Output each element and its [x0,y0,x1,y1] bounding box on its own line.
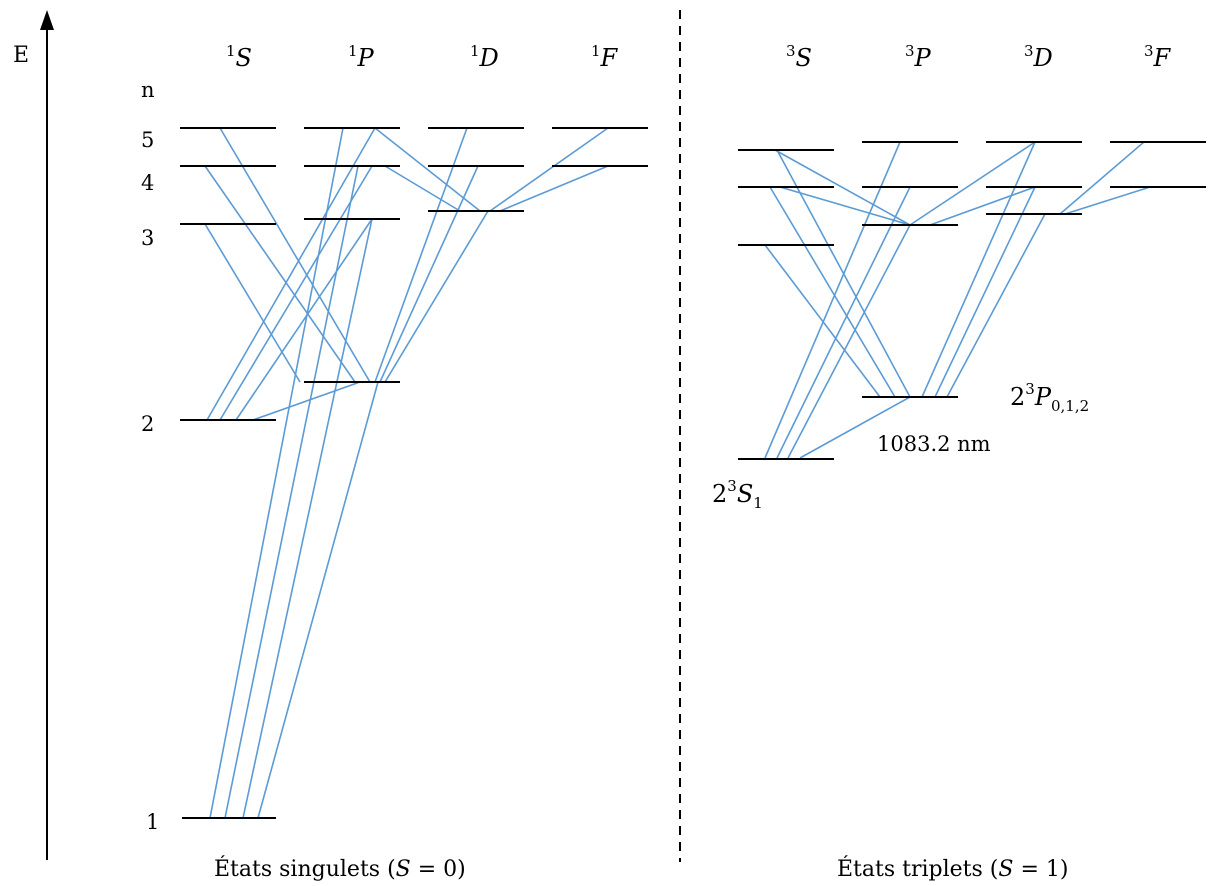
triplet-term-S: 3S [786,42,812,72]
transition-line [489,127,609,212]
transition-line [764,141,901,459]
transition-line [235,218,373,421]
energy-axis-arrowhead [40,10,54,30]
transition-line [219,165,373,421]
transition-line [929,186,1036,226]
transition-line [204,165,356,383]
transition-line [219,127,371,383]
transition-line [379,165,479,383]
transition-line [374,127,468,383]
transition-line [946,213,1046,398]
n-label-3: 3 [141,226,154,250]
singlet-term-F: 1F [591,42,619,72]
transition-line [204,223,301,383]
transition-line [384,165,461,212]
transition-line [779,186,911,226]
singlet-term-P: 1P [348,42,375,72]
transition-line [206,127,376,421]
transition-line [921,141,1036,398]
transition-line [764,244,881,398]
transition-line [776,149,911,398]
n-label-4: 4 [141,171,154,195]
n-label-1: 1 [146,810,159,834]
label-2-3S1: 23S1 [712,477,763,512]
triplet-transitions [764,141,1151,459]
transition-line [384,210,489,383]
energy-axis-label: E [13,43,29,68]
singlet-caption: États singulets (S = 0) [214,855,466,882]
transition-line [257,381,379,819]
triplet-term-D: 3D [1024,42,1053,72]
n-label-5: 5 [141,128,154,152]
transition-line [209,127,344,819]
transition-line [252,381,361,421]
transition-line [224,165,359,819]
triplet-term-F: 3F [1144,42,1172,72]
singlet-levels [180,127,648,819]
triplet-term-P: 3P [905,42,932,72]
singlet-term-S: 1S [226,42,252,72]
n-label: n [141,78,155,102]
transition-line [787,224,911,459]
wavelength-label: 1083.2 nm [877,432,991,456]
transition-line [799,396,911,459]
transition-line [776,186,911,459]
label-2-3P012: 23P0,1,2 [1010,380,1089,415]
triplet-caption: États triplets (S = 1) [837,855,1068,882]
transition-line [374,127,481,212]
transition-line [909,141,1036,226]
transition-line [242,218,373,819]
transition-line [1064,186,1151,215]
singlet-term-D: 1D [470,42,499,72]
triplet-levels [738,141,1206,460]
n-label-2: 2 [141,412,154,436]
transition-line [1059,141,1145,215]
transition-line [769,186,896,398]
singlet-transitions [204,127,609,819]
transition-line [774,149,911,226]
transition-line [499,165,609,212]
transition-line [934,186,1036,398]
